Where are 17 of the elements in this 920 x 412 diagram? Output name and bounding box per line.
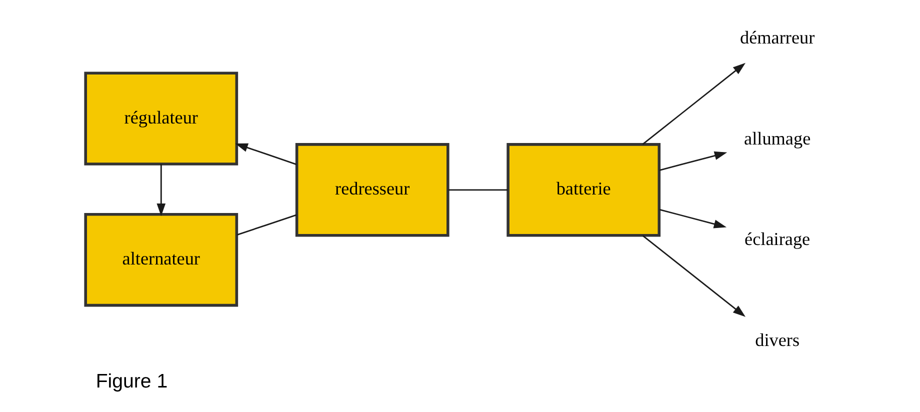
node-box: régulateur	[84, 72, 238, 166]
arrow	[658, 208, 726, 228]
connector	[236, 214, 296, 236]
connector	[448, 189, 508, 191]
node-box: redresseur	[294, 143, 449, 237]
caption: Figure 1	[95, 370, 168, 392]
node-box: alternateur	[84, 213, 238, 307]
arrow	[156, 164, 166, 216]
arrow	[642, 235, 746, 317]
node-text: allumage	[744, 128, 810, 148]
node-box: batterie	[506, 143, 660, 237]
arrow	[642, 62, 746, 145]
arrow	[234, 143, 296, 166]
node-text: divers	[754, 330, 800, 350]
arrow	[658, 151, 727, 171]
node-text: éclairage	[744, 229, 810, 250]
node-text: démarreur	[740, 28, 814, 48]
